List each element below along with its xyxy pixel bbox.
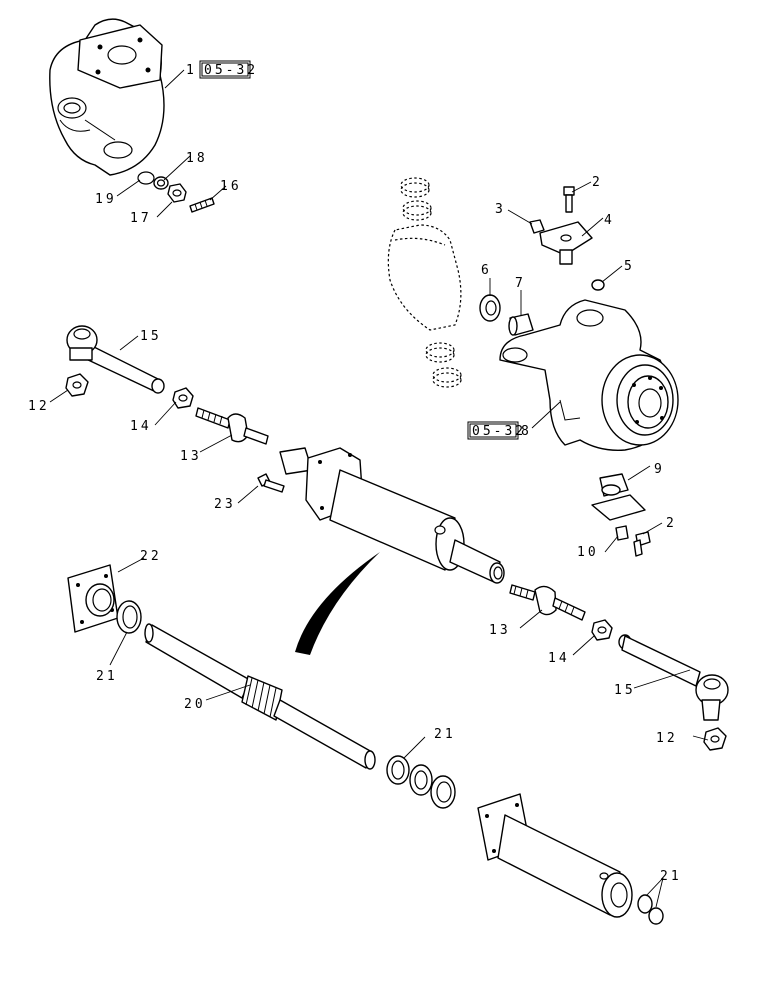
- hub-knuckle-part-8: [499, 299, 679, 451]
- cap-part-9: [591, 473, 646, 521]
- bolt-part-2-top: [563, 186, 575, 213]
- flange-part-22: [67, 564, 119, 633]
- callout-15-left: 15: [140, 329, 162, 344]
- bolt-part-2-lower: [633, 531, 651, 557]
- steering-cylinder: [279, 447, 505, 584]
- reference-box-mid: 05-32: [467, 421, 526, 440]
- callout-9: 9: [654, 462, 665, 477]
- callout-12-left: 12: [28, 399, 50, 414]
- callout-3: 3: [495, 202, 506, 217]
- callout-6: 6: [481, 263, 492, 278]
- reference-box-top: 05-32: [199, 60, 258, 79]
- cylinder-barrel: [477, 793, 633, 918]
- callout-21-upper: 21: [96, 669, 118, 684]
- assembly-arrow: [295, 552, 380, 655]
- callout-10: 10: [577, 545, 599, 560]
- bolt-part-23: [257, 473, 285, 493]
- ghost-knuckle-outline: [387, 177, 462, 388]
- callout-18: 18: [186, 151, 208, 166]
- callout-2-top: 2: [592, 175, 603, 190]
- tie-rod-end-part-15-left: [66, 325, 165, 394]
- callout-21-lower: 21: [660, 869, 682, 884]
- inner-tie-rod-part-13-right: [509, 584, 586, 621]
- cap-part-4: [539, 221, 593, 265]
- callout-14-left: 14: [130, 419, 152, 434]
- callout-16: 16: [220, 179, 242, 194]
- callout-12-right: 12: [656, 731, 678, 746]
- grease-fitting-part-10: [615, 525, 629, 541]
- threaded-stud-part-16: [189, 197, 215, 213]
- callout-numbers: 1 2 3 4 5 6 7 8 9 10 2 15 12 14 13 23 22…: [28, 63, 682, 884]
- inner-tie-rod-part-13-left: [195, 407, 269, 445]
- nut-part-14-right: [591, 619, 613, 641]
- callout-21-middle: 21: [434, 727, 456, 742]
- callout-14-right: 14: [548, 651, 570, 666]
- reference-label-mid: 05-32: [472, 424, 526, 439]
- callout-19: 19: [95, 192, 117, 207]
- callout-1: 1: [186, 63, 197, 78]
- nut-part-12-right: [703, 727, 727, 751]
- callout-15-right: 15: [614, 683, 636, 698]
- o-rings-part-21-lower: [637, 894, 664, 925]
- washers-bushing-parts-17-19: [137, 171, 187, 203]
- seal-part-6: [479, 294, 501, 322]
- callout-20: 20: [184, 697, 206, 712]
- nut-part-12-left: [65, 373, 89, 397]
- callout-5: 5: [624, 259, 635, 274]
- grease-fitting-part-5: [591, 279, 605, 291]
- knuckle-housing-part-1: [49, 18, 165, 176]
- callout-4: 4: [604, 213, 615, 228]
- ring-part-21-upper: [116, 600, 142, 634]
- callout-17: 17: [130, 211, 152, 226]
- bushing-part-7: [508, 313, 534, 336]
- callout-23: 23: [214, 497, 236, 512]
- reference-label-top: 05-32: [204, 63, 258, 78]
- callout-8: 8: [521, 424, 532, 439]
- callout-22: 22: [140, 549, 162, 564]
- tie-rod-end-part-15-right: [618, 634, 729, 721]
- grease-fitting-part-3: [529, 219, 545, 234]
- callout-7: 7: [515, 276, 526, 291]
- nut-part-14-left: [172, 387, 194, 409]
- callout-2-lower: 2: [666, 516, 677, 531]
- callout-13-right: 13: [489, 623, 511, 638]
- callout-13-left: 13: [180, 449, 202, 464]
- seals-part-21-middle: [386, 755, 456, 809]
- piston-rod-part-20: [144, 623, 376, 770]
- leader-lines: [49, 69, 709, 908]
